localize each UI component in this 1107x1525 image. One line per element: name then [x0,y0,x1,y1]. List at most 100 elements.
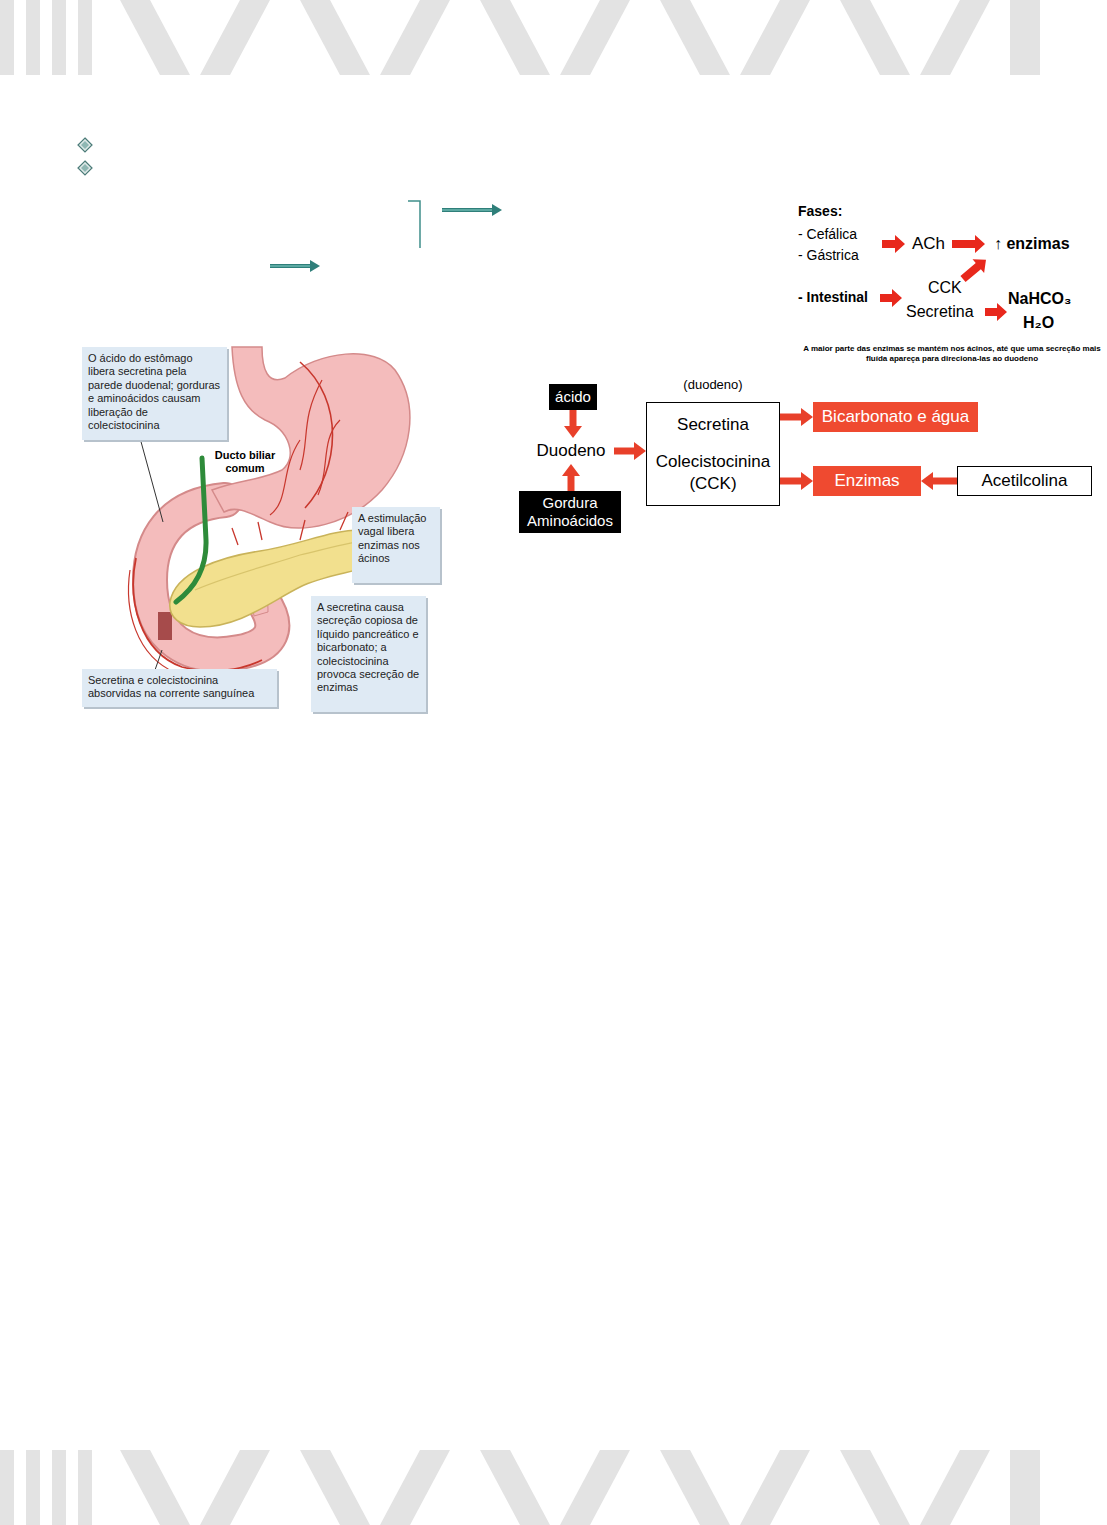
teal-arrows [270,204,502,272]
footer-stripes [0,1450,1040,1525]
block-arrow [952,235,985,253]
callout-box: A secretina causa secreção copiosa de lí… [311,596,426,712]
bullet-diamond [81,164,89,172]
teal-arrow-head [310,260,320,272]
box-text: A estimulação vagal libera enzimas nos á… [358,512,434,566]
hormone-box: (duodeno)SecretinaColecistocinina (CCK) [646,402,780,506]
section-title: Fases: [798,203,842,220]
stripe [1010,0,1040,75]
box-text: ácido [555,388,591,406]
blood-vessel [232,512,348,545]
mediator-label: CCK [928,278,962,297]
phase-arrows [880,235,1007,321]
output-box: Enzimas [813,466,921,496]
neurotransmitter-box: Acetilcolina [957,466,1092,496]
mediator-label: ACh [912,234,945,254]
teal-arrow-head [492,204,502,216]
stripe [920,0,990,75]
bile-duct [176,458,206,602]
phase-label: - Cefálica [798,226,857,243]
stripe [560,0,630,75]
stripe [120,1450,190,1525]
stripe [52,0,66,75]
flow-arrow [568,476,575,491]
effect-label: NaHCO₃ [1008,289,1071,308]
flow-arrow [780,478,801,485]
stripe [78,1450,92,1525]
stripe [480,1450,550,1525]
bullets [78,138,92,175]
effect-label: ↑ enzimas [994,234,1070,253]
box-text: Bicarbonato e água [822,407,969,427]
leader-line [140,438,163,522]
note-text: A maior parte das enzimas se mantém nos … [797,344,1107,363]
effect-label: H₂O [1023,313,1054,332]
stripe [380,0,450,75]
phase-label: - Intestinal [798,289,868,306]
stimulus-box: Gordura Aminoácidos [519,491,621,533]
stripe [740,0,810,75]
phase-label: - Gástrica [798,247,859,264]
blood-vessel [300,362,333,508]
stripe [78,0,92,75]
callout-box: O ácido do estômago libera secretina pel… [82,347,227,440]
stripe [560,1450,630,1525]
stripe [480,0,550,75]
stripe [840,0,910,75]
stripe [300,1450,370,1525]
stripe [26,1450,40,1525]
stomach [212,347,410,528]
flow-arrow [570,410,577,426]
blood-vessel [129,570,176,673]
stripe [200,0,270,75]
bullet-diamond [81,141,89,149]
box-text: Gordura Aminoácidos [523,494,617,530]
box-text: Enzimas [834,471,899,491]
teal-arrow-shaft [442,208,493,212]
flow-arrow [614,448,634,455]
stripe [52,1450,66,1525]
part-label: Ducto biliar comum [208,449,282,475]
bullet-diamond [78,138,92,152]
flow-arrow [780,414,801,421]
header-stripes [0,0,1040,75]
stripe [1010,1450,1040,1525]
teal-arrow-shaft [270,265,311,267]
box-text: A secretina causa secreção copiosa de lí… [317,601,420,695]
box-text: Secretina [677,414,749,435]
stripe [740,1450,810,1525]
teal-arrow-shaft [270,264,311,268]
stripe [920,1450,990,1525]
stripe [300,0,370,75]
bullet-diamond [78,161,92,175]
block-arrow [882,235,905,253]
stripe [380,1450,450,1525]
block-arrow [957,253,992,286]
teal-arrow-shaft [442,209,493,211]
stripe [0,0,14,75]
block-arrow [985,303,1007,321]
mediator-label: Secretina [906,302,974,321]
stripe [840,1450,910,1525]
box-text: Colecistocinina (CCK) [651,451,775,494]
block-arrow [880,289,902,307]
box-text: Secretina e colecistocinina absorvidas n… [88,674,271,701]
stripe [120,0,190,75]
leader-line [155,650,162,670]
callout-box: Secretina e colecistocinina absorvidas n… [82,669,277,707]
box-heading: (duodeno) [647,377,779,393]
blood-vessel [133,558,262,671]
stimulus-box: ácido [549,384,597,410]
blood-vessel [270,380,340,515]
box-text: O ácido do estômago libera secretina pel… [88,352,221,432]
flow-arrow [933,478,957,485]
stripe [200,1450,270,1525]
box-text: Acetilcolina [982,470,1068,491]
organ-node: Duodeno [528,438,614,464]
stripe [660,0,730,75]
stripe [660,1450,730,1525]
